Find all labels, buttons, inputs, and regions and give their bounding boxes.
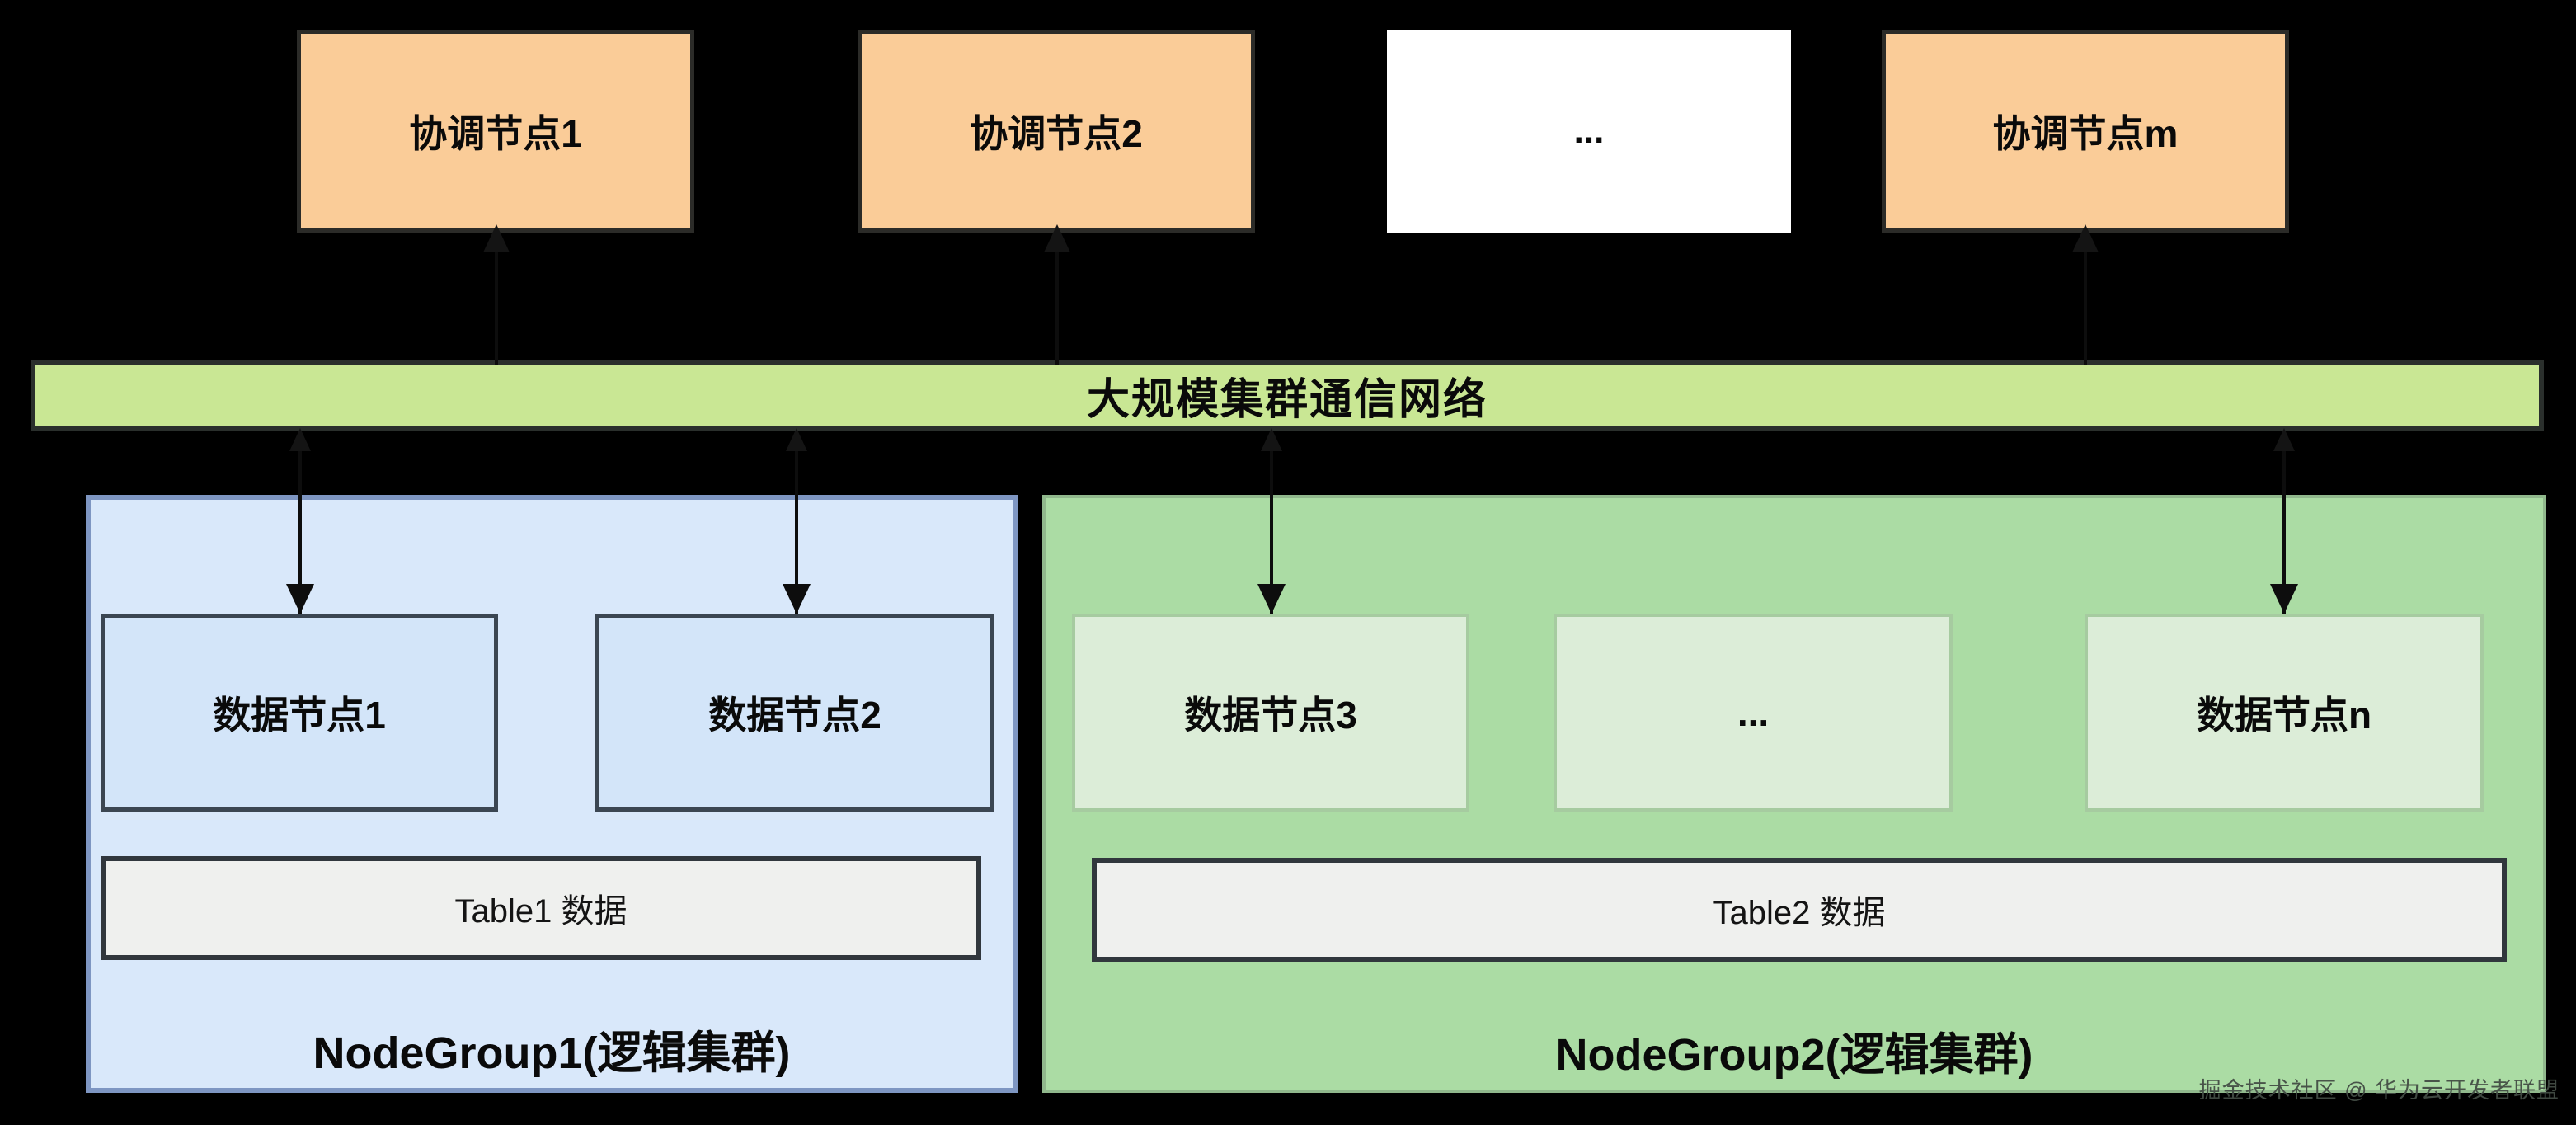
nodegroup2-container: 数据节点3 ... 数据节点n Table2 数据 NodeGroup2(逻辑集…: [1042, 495, 2546, 1093]
arrowhead-down-datanode-1-icon: [286, 584, 314, 614]
nodegroup1-label: NodeGroup1(逻辑集群): [313, 1029, 791, 1078]
table1-data-label: Table1 数据: [454, 893, 628, 930]
table2-data-bar: Table2 数据: [1092, 858, 2507, 962]
arrowhead-up-coordinator-m-icon: [2072, 224, 2099, 252]
data-node-1-box: 数据节点1: [101, 614, 498, 812]
connector-bar-to-datanode-2: [795, 431, 798, 614]
connector-bar-to-datanode-1: [298, 431, 302, 614]
nodegroup2-label: NodeGroup2(逻辑集群): [1555, 1030, 2033, 1080]
coordinator-node-1-label: 协调节点1: [409, 112, 582, 155]
coordinator-node-ellipsis-box: ...: [1387, 30, 1791, 233]
data-node-2-label: 数据节点2: [708, 694, 881, 737]
arrowhead-down-datanode-n-icon: [2270, 584, 2298, 614]
data-node-1-label: 数据节点1: [213, 694, 386, 737]
nodegroup1-container: 数据节点1 数据节点2 Table1 数据 NodeGroup1(逻辑集群): [86, 495, 1018, 1093]
data-node-2-box: 数据节点2: [595, 614, 994, 812]
connector-bar-to-coordinator-1: [495, 234, 498, 365]
coordinator-node-2-label: 协调节点2: [970, 112, 1143, 155]
coordinator-node-ellipsis-label: ...: [1573, 111, 1605, 151]
arrowhead-up-coordinator-1-icon: [483, 224, 510, 252]
data-node-ellipsis-box: ...: [1554, 614, 1953, 812]
connector-bar-to-coordinator-m: [2084, 234, 2087, 365]
arrowhead-up-bar-2-icon: [786, 428, 807, 451]
coordinator-node-m-label: 协调节点m: [1992, 112, 2179, 155]
arrowhead-up-bar-4-icon: [2273, 428, 2295, 451]
communication-network-label: 大规模集群通信网络: [1086, 376, 1488, 424]
data-node-ellipsis-label: ...: [1737, 691, 1770, 734]
table2-data-label: Table2 数据: [1713, 895, 1886, 931]
data-node-3-label: 数据节点3: [1184, 694, 1357, 737]
arrowhead-up-bar-3-icon: [1261, 428, 1282, 451]
coordinator-node-2-box: 协调节点2: [858, 30, 1255, 233]
connector-bar-to-datanode-3: [1270, 431, 1273, 614]
coordinator-node-1-box: 协调节点1: [297, 30, 694, 233]
arrowhead-down-datanode-3-icon: [1257, 584, 1286, 614]
arrowhead-down-datanode-2-icon: [783, 584, 811, 614]
data-node-3-box: 数据节点3: [1072, 614, 1469, 812]
watermark-text: 掘金技术社区 @ 华为云开发者联盟: [2198, 1078, 2560, 1103]
connector-bar-to-datanode-n: [2282, 431, 2286, 614]
data-node-n-label: 数据节点n: [2196, 694, 2372, 737]
table1-data-bar: Table1 数据: [101, 856, 981, 960]
arrowhead-up-coordinator-2-icon: [1044, 224, 1070, 252]
data-node-n-box: 数据节点n: [2085, 614, 2484, 812]
arrowhead-up-bar-1-icon: [289, 428, 311, 451]
communication-network-bar: 大规模集群通信网络: [31, 360, 2544, 431]
coordinator-node-m-box: 协调节点m: [1882, 30, 2289, 233]
connector-bar-to-coordinator-2: [1055, 234, 1059, 365]
